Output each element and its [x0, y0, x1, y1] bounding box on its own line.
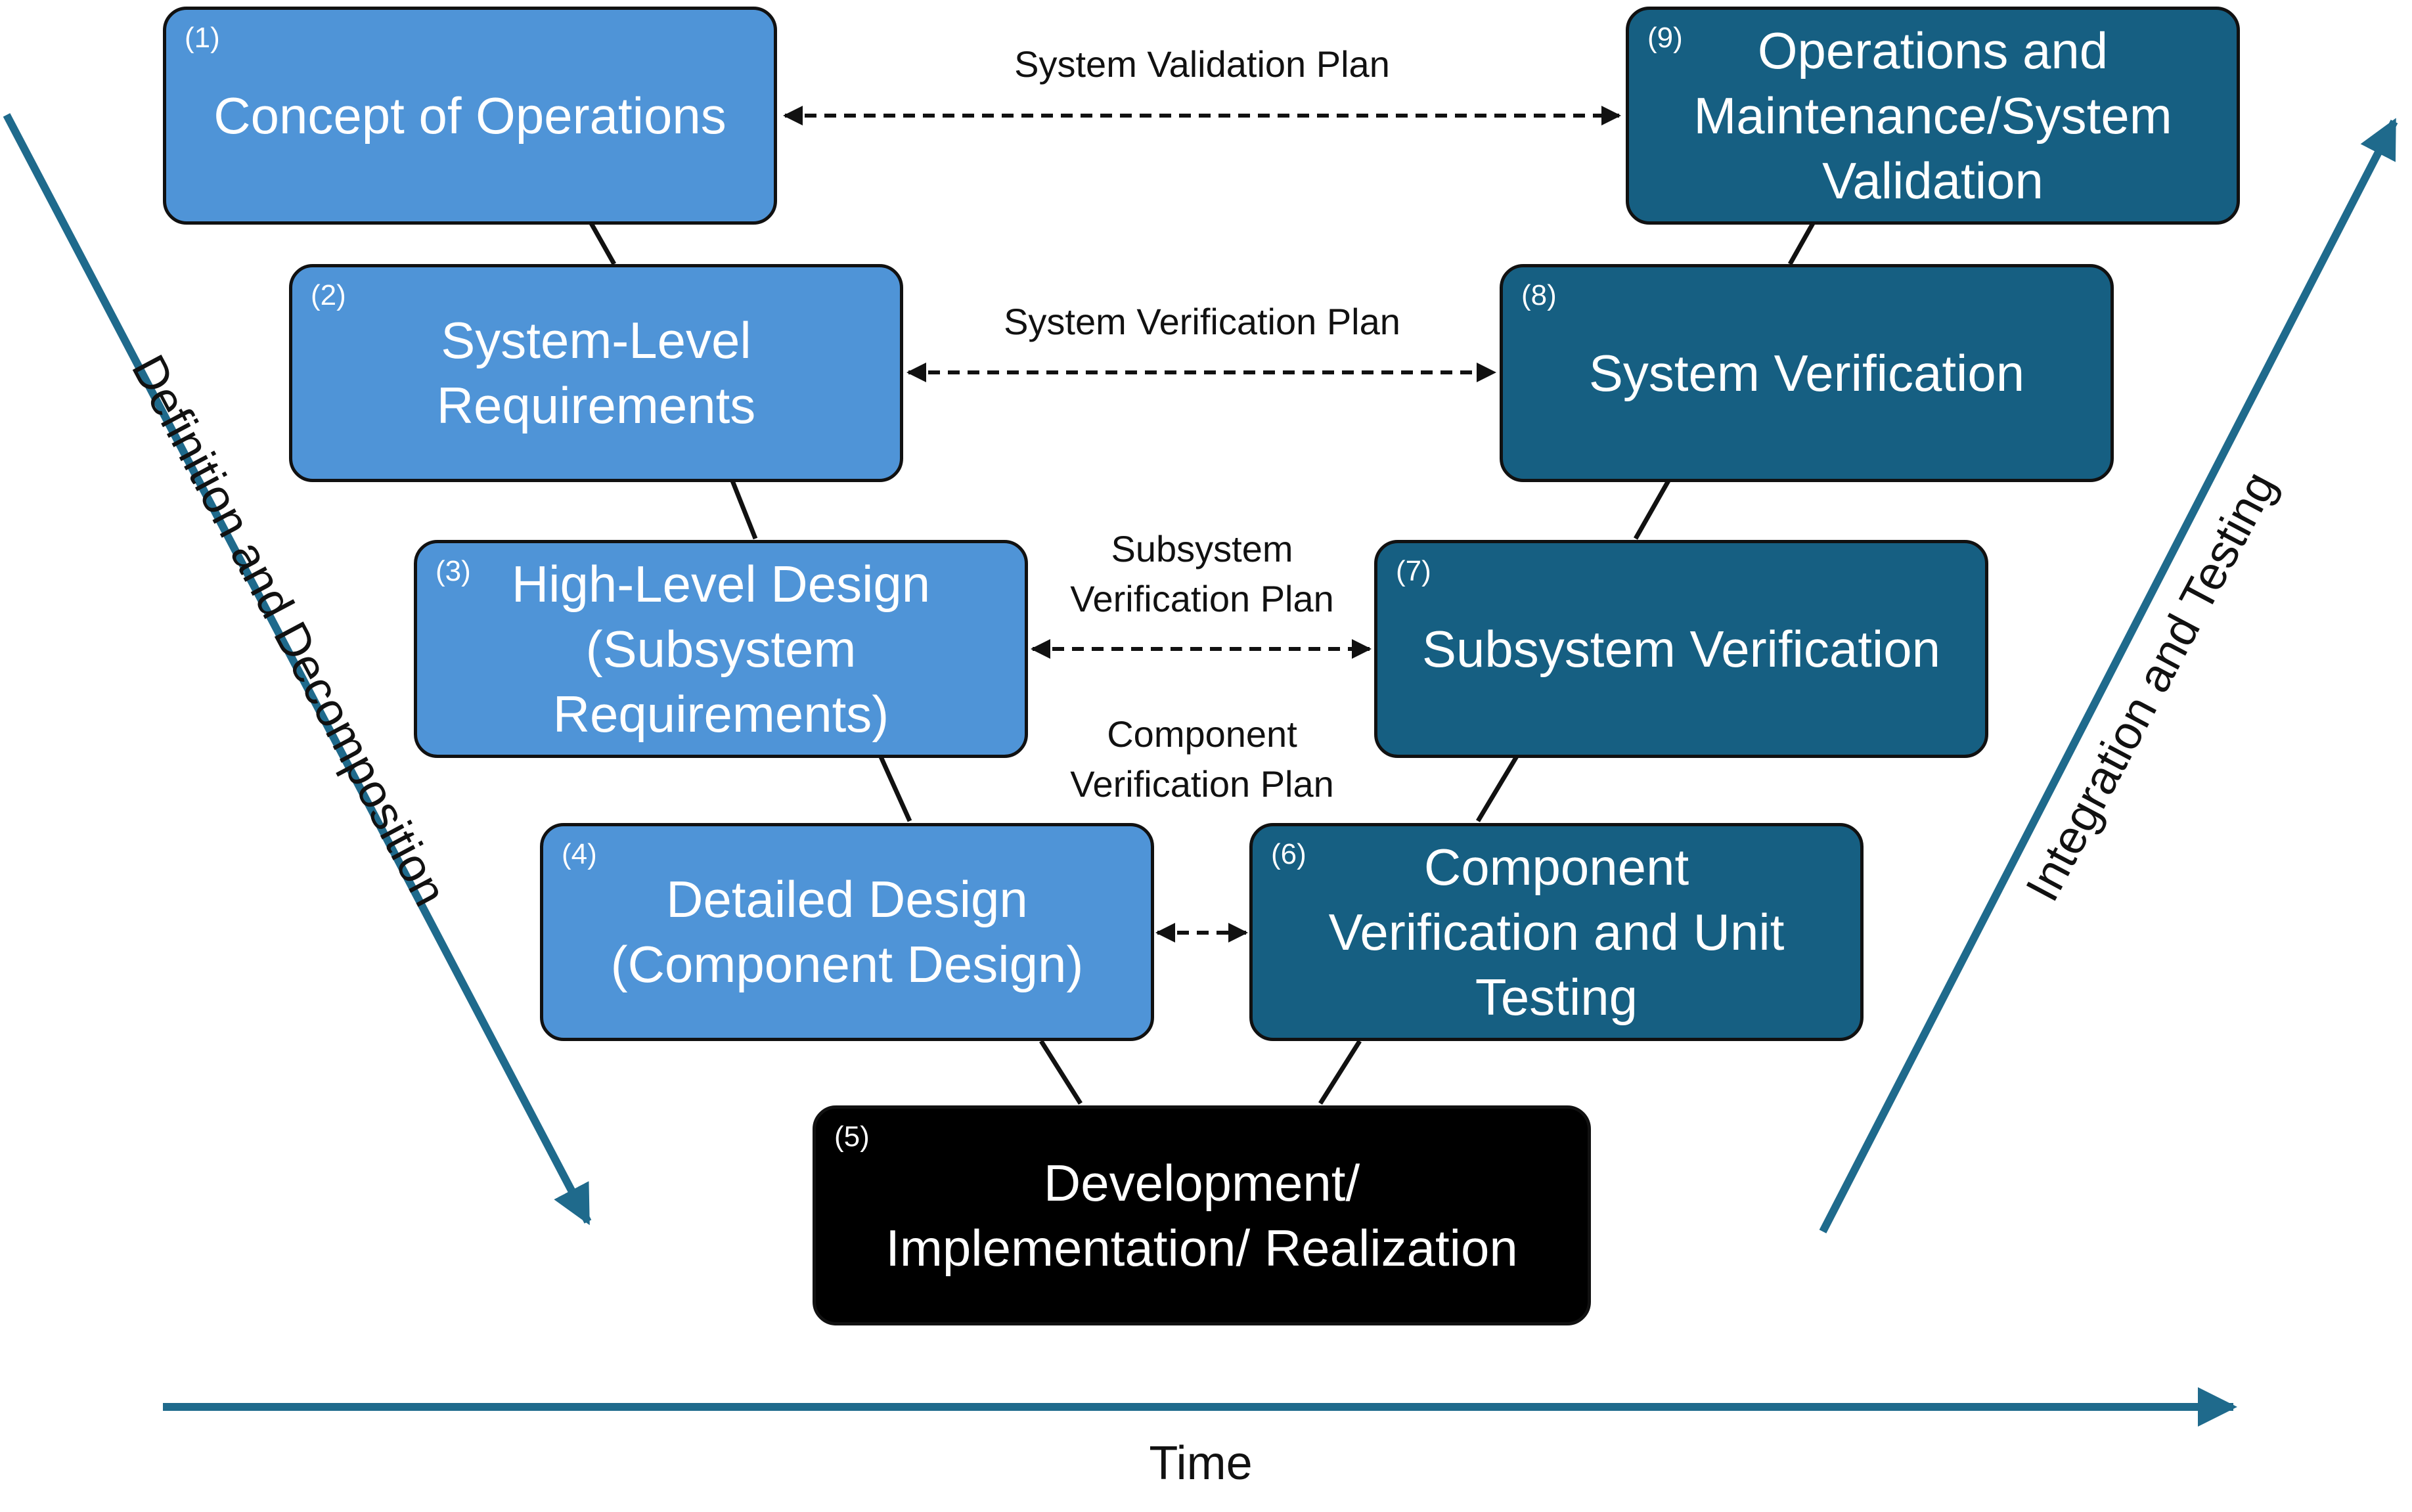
component-verification-plan-label: Component Verification Plan [1070, 713, 1334, 805]
connector-3-4 [878, 754, 912, 822]
subsystem-verification-box[interactable]: (7) Subsystem Verification [1374, 540, 1988, 758]
system-verification-box[interactable]: (8) System Verification [1500, 264, 2114, 482]
connector-lines [589, 222, 1816, 1105]
step-number: (5) [834, 1121, 870, 1153]
step-number: (3) [436, 555, 471, 587]
connector-7-6 [1475, 754, 1520, 822]
box-title: Operations and Maintenance/System Valida… [1693, 21, 2172, 210]
system-requirements-box[interactable]: (2) System-Level Requirements [289, 264, 903, 482]
step-number: (2) [311, 279, 346, 311]
development-box[interactable]: (5) Development/ Implementation/ Realiza… [813, 1105, 1591, 1325]
box-title: Development/ Implementation/ Realization [885, 1153, 1518, 1277]
step-number: (4) [562, 838, 597, 870]
box-title: Detailed Design (Component Design) [610, 870, 1084, 993]
connector-6-5 [1318, 1040, 1362, 1105]
connector-4-5 [1039, 1040, 1083, 1105]
step-number: (9) [1647, 22, 1683, 54]
box-title: Component Verification and Unit Testing [1328, 837, 1785, 1026]
high-level-design-box[interactable]: (3) High-Level Design (Subsystem Require… [414, 540, 1028, 758]
concept-of-operations-box[interactable]: (1) Concept of Operations [163, 7, 777, 225]
box-title: Concept of Operations [213, 86, 726, 145]
definition-decomposition-arrow [3, 113, 592, 1226]
box-title: System-Level Requirements [436, 311, 756, 434]
box-title: High-Level Design (Subsystem Requirement… [511, 554, 931, 743]
step-number: (8) [1521, 279, 1557, 311]
connector-2-3 [730, 479, 758, 540]
plan-arrows [783, 106, 1621, 943]
detailed-design-box[interactable]: (4) Detailed Design (Component Design) [540, 823, 1154, 1041]
step-number: (6) [1271, 838, 1306, 870]
operations-validation-box[interactable]: (9) Operations and Maintenance/System Va… [1626, 7, 2240, 225]
step-number: (7) [1396, 555, 1431, 587]
connector-9-8 [1787, 222, 1816, 265]
box-title: Subsystem Verification [1421, 619, 1941, 678]
system-verification-plan-label: System Verification Plan [1004, 301, 1400, 342]
step-number: (1) [185, 22, 220, 54]
connector-8-7 [1633, 479, 1671, 540]
subsystem-verification-plan-label: Subsystem Verification Plan [1070, 528, 1334, 619]
system-validation-plan-label: System Validation Plan [1014, 43, 1390, 85]
time-label: Time [1149, 1437, 1253, 1490]
integration-testing-arrow [1819, 118, 2398, 1234]
connector-1-2 [589, 222, 617, 265]
box-title: System Verification [1588, 344, 2025, 402]
component-verification-box[interactable]: (6) Component Verification and Unit Test… [1249, 823, 1864, 1041]
